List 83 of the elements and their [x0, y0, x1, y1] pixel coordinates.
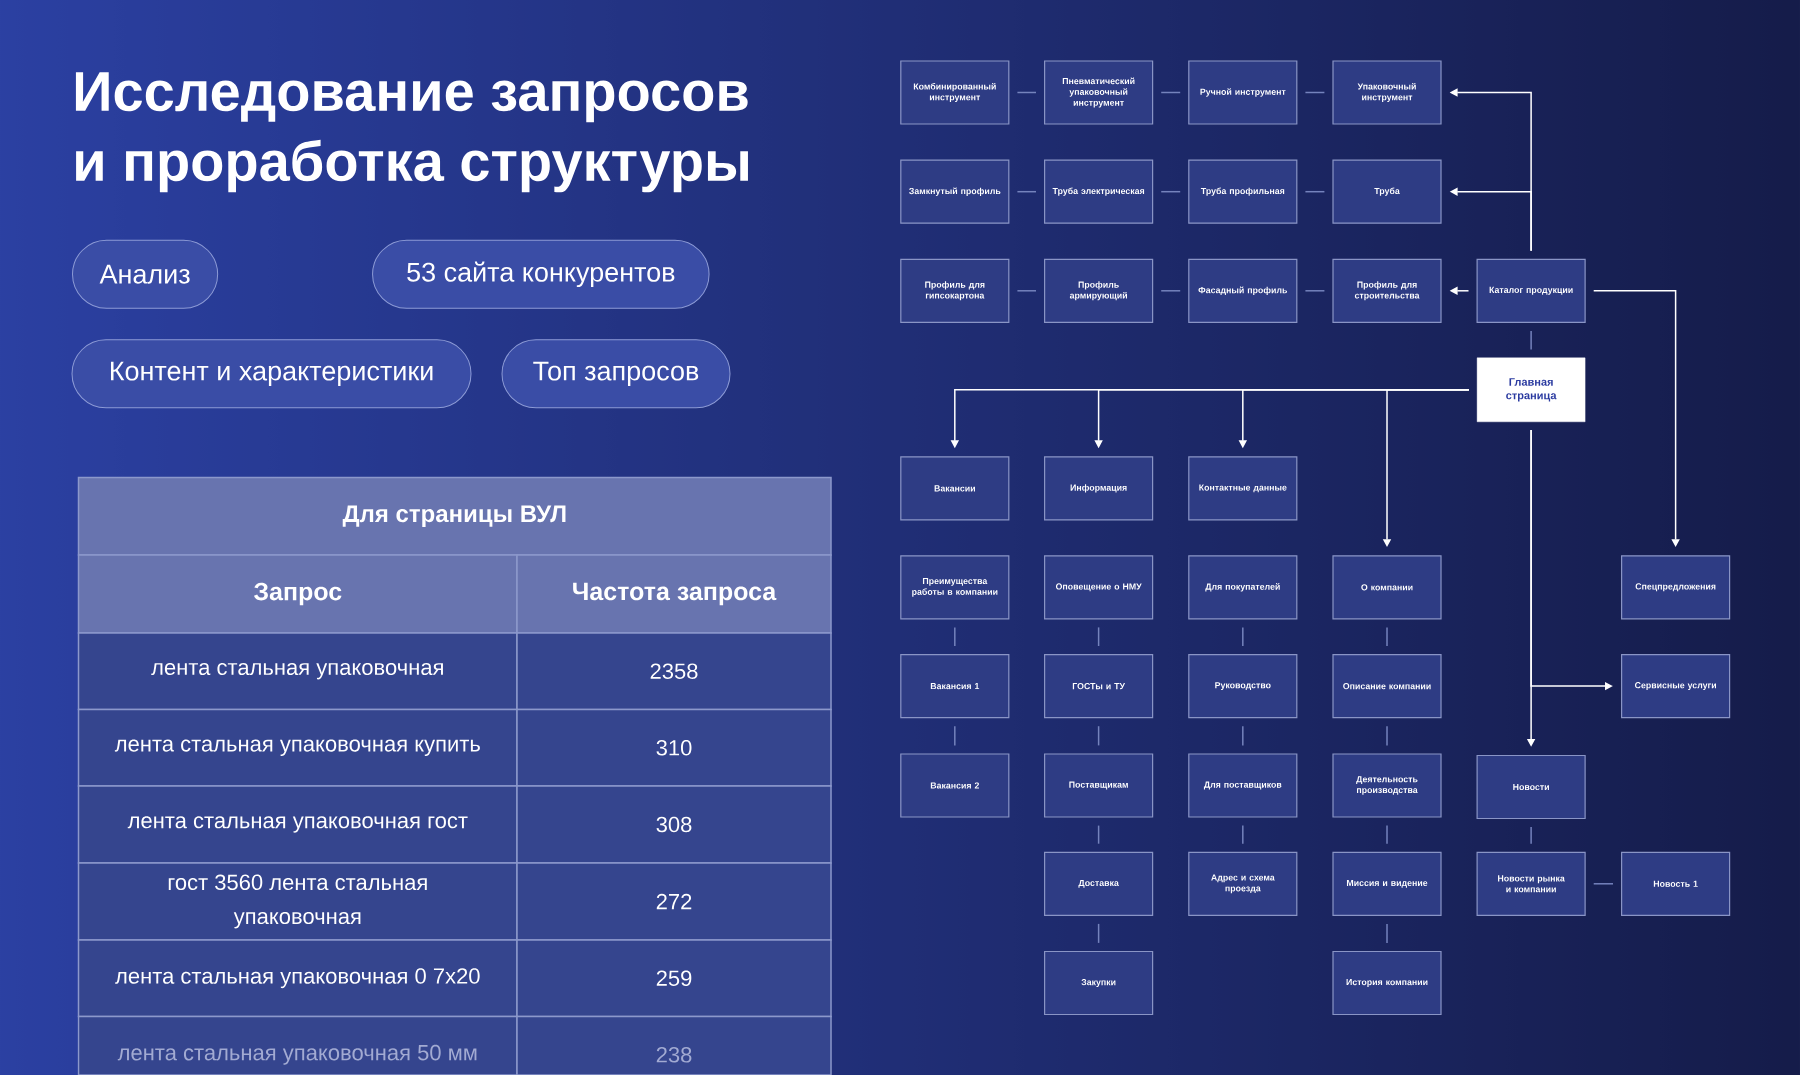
connector-line	[1016, 290, 1037, 292]
connector-line	[1386, 824, 1388, 845]
table-cell: 310	[516, 708, 832, 787]
home-page-box: Главная страница	[1476, 357, 1586, 422]
connector-line	[954, 626, 956, 647]
page-box: Преимущества работы в компании	[900, 555, 1010, 620]
connector-line	[1242, 626, 1244, 647]
page-box: Информация	[1044, 456, 1154, 521]
column-header: Запрос	[77, 554, 518, 634]
table-cell: гост 3560 лента стальная упаковочная	[77, 862, 518, 941]
page-box: Руководство	[1188, 654, 1298, 719]
connector-line	[1016, 190, 1037, 193]
connector-line	[1530, 330, 1532, 351]
page-box: Доставка	[1044, 851, 1154, 916]
page-box: Каталог продукции	[1476, 258, 1586, 323]
page-box: Новости	[1476, 754, 1586, 820]
tag-pill: Топ запросов	[501, 339, 731, 409]
page-box: Адрес и схема проезда	[1188, 851, 1298, 916]
page-box: Упаковочный инструмент	[1332, 60, 1442, 125]
page-box: Оповещение о НМУ	[1044, 555, 1154, 620]
connector-line	[1304, 190, 1326, 193]
page-box: Спецпредложения	[1621, 555, 1731, 620]
table-cell: 259	[516, 939, 832, 1018]
connector-line	[1386, 626, 1388, 647]
connector-line	[1592, 883, 1614, 885]
connector-line	[1160, 290, 1181, 292]
page-box: Комбинированный инструмент	[900, 60, 1010, 125]
connector-line	[1097, 626, 1100, 647]
page-box: Новости рынка и компании	[1476, 851, 1586, 916]
page-box: История компании	[1332, 950, 1442, 1016]
page-box: Сервисные услуги	[1621, 654, 1731, 719]
connector-line	[1160, 190, 1181, 193]
tag-pill: Контент и характеристики	[71, 339, 472, 409]
connector-line	[1242, 725, 1244, 747]
tag-pill: 53 сайта конкурентов	[372, 239, 710, 309]
page-box: Вакансии	[900, 456, 1010, 521]
page-box: Контактные данные	[1188, 456, 1298, 521]
page-box: Пневматический упаковочный инструмент	[1044, 60, 1154, 125]
table-cell: 272	[516, 862, 832, 941]
connector-line	[1097, 725, 1100, 747]
table-cell: 238	[516, 1015, 832, 1075]
page-box: Труба профильная	[1188, 159, 1298, 224]
page-box: Профиль для гипсокартона	[900, 258, 1010, 323]
table-cell: лента стальная упаковочная	[77, 632, 518, 711]
page-box: Для покупателей	[1188, 555, 1298, 620]
connector-line	[1016, 91, 1037, 94]
tag-pill: Анализ	[72, 239, 219, 309]
page-box: Закупки	[1044, 950, 1154, 1016]
page-box: Миссия и видение	[1332, 851, 1442, 916]
page-box: О компании	[1332, 555, 1442, 620]
page-box: ГОСТы и ТУ	[1044, 654, 1154, 719]
connector-line	[1304, 290, 1326, 292]
connector-line	[954, 725, 956, 747]
connector-line	[1530, 826, 1532, 845]
table-cell: лента стальная упаковочная купить	[77, 708, 518, 787]
table-cell: лента стальная упаковочная гост	[77, 785, 518, 864]
table-cell: лента стальная упаковочная 0 7х20	[77, 939, 518, 1018]
connector-line	[1304, 91, 1326, 94]
page-box: Поставщикам	[1044, 753, 1154, 818]
page-box: Ручной инструмент	[1188, 60, 1298, 125]
page-box: Труба	[1332, 159, 1442, 224]
column-header: Частота запроса	[516, 554, 832, 634]
page-box: Для поставщиков	[1188, 753, 1298, 818]
page-box: Замкнутый профиль	[900, 159, 1010, 224]
table-cell: лента стальная упаковочная 50 мм	[77, 1015, 518, 1075]
page-box: Вакансия 1	[900, 654, 1010, 719]
page-box: Фасадный профиль	[1188, 258, 1298, 323]
connector-line	[1386, 725, 1388, 747]
page-box: Вакансия 2	[900, 753, 1010, 818]
page-box: Описание компании	[1332, 654, 1442, 719]
table-cell: 2358	[516, 632, 832, 711]
page-box: Деятельность производства	[1332, 753, 1442, 818]
connector-line	[1242, 824, 1244, 845]
connector-line	[1160, 91, 1181, 94]
connector-line	[1386, 923, 1388, 944]
page-box: Профиль армирующий	[1044, 258, 1154, 323]
table-cell: 308	[516, 785, 832, 864]
connector-line	[1097, 824, 1100, 845]
page-box: Профиль для строительства	[1332, 258, 1442, 323]
page-box: Новость 1	[1621, 851, 1731, 916]
connector-line	[1097, 923, 1100, 944]
page-box: Труба электрическая	[1044, 159, 1154, 224]
title: Исследование запросов и проработка структуры	[75, 72, 748, 193]
